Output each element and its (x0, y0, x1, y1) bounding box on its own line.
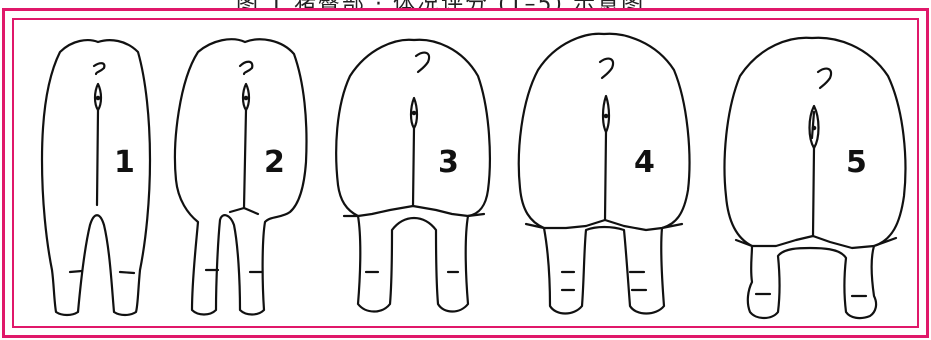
pig-3-crease-right (413, 206, 484, 216)
pig-rear-score-2 (175, 39, 307, 314)
pig-4-tail (600, 59, 613, 78)
score-label-2: 2 (264, 145, 285, 180)
pig-2-tail (240, 62, 252, 74)
pig-5-outline (725, 38, 906, 318)
pig-2-outline (175, 39, 307, 314)
pig-3-anus (413, 112, 415, 114)
pig-1-hock-left (70, 271, 82, 272)
pig-5-midline (813, 148, 814, 236)
score-label-1: 1 (114, 145, 135, 180)
pig-1-midline (97, 110, 98, 205)
score-label-3: 3 (438, 145, 459, 180)
pig-5-crease-left (736, 236, 813, 246)
pig-1-tail (94, 63, 104, 74)
pig-rear-score-3 (336, 40, 490, 312)
pig-5-anus (813, 127, 815, 129)
pig-4-midline (605, 132, 606, 220)
pig-5-crease-right (813, 236, 896, 248)
pig-1-anus (97, 97, 99, 99)
pig-1-hock-right (120, 272, 134, 273)
pig-4-anus (605, 115, 607, 117)
pig-5-tail (818, 69, 831, 88)
score-label-4: 4 (634, 145, 655, 180)
pig-2-crease (230, 208, 258, 214)
pig-3-tail (416, 53, 429, 72)
pig-2-midline (244, 110, 246, 208)
pig-rear-score-5 (725, 38, 906, 318)
pig-5-vulva-inner (812, 112, 814, 138)
pig-2-anus (245, 97, 247, 99)
pig-3-midline (413, 128, 414, 206)
pig-rear-score-4 (519, 34, 690, 314)
score-label-5: 5 (846, 145, 867, 180)
